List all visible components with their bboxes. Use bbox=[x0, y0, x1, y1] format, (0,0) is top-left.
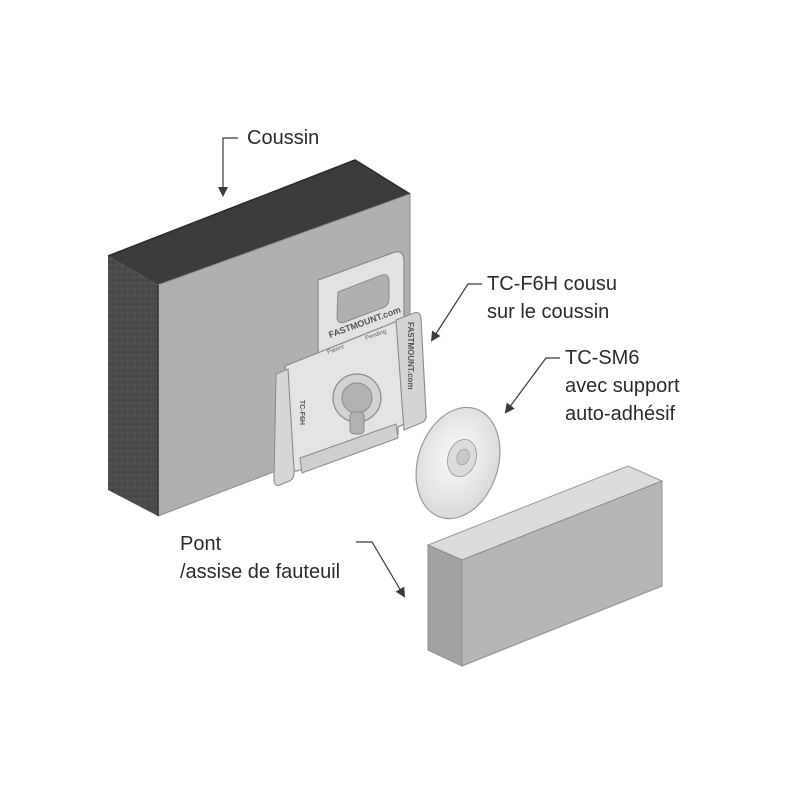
button-tc-sm6 bbox=[415, 406, 501, 520]
base-block bbox=[426, 465, 664, 667]
label-button-line2: avec support bbox=[565, 375, 680, 397]
label-cushion: Coussin bbox=[247, 124, 319, 152]
clip-keyhole bbox=[341, 382, 373, 414]
button-center bbox=[456, 448, 470, 466]
label-clip-line1: TC-F6H cousu bbox=[487, 273, 618, 295]
cushion-foam-side bbox=[108, 256, 158, 516]
clip-bottom-lip bbox=[299, 423, 399, 474]
arrow-clip bbox=[430, 283, 482, 342]
clip-tc-f6h: FASTMOUNT.com Patent Pending FASTMOUNT.c… bbox=[273, 251, 427, 486]
label-clip-line2: sur le coussin bbox=[487, 301, 610, 323]
cushion-top-edge bbox=[108, 160, 410, 285]
label-clip: TC-F6H cousu sur le coussin bbox=[487, 270, 617, 326]
arrow-cushion bbox=[218, 137, 238, 197]
label-base-line1: Pont bbox=[180, 533, 222, 555]
base-face bbox=[461, 480, 663, 667]
label-button-line3: auto-adhésif bbox=[565, 403, 676, 425]
arrow-button bbox=[504, 357, 560, 414]
arrow-base bbox=[356, 541, 406, 598]
label-button: TC-SM6 avec support auto-adhésif bbox=[565, 344, 680, 428]
clip-left-flange bbox=[273, 368, 295, 486]
label-button-line1: TC-SM6 bbox=[565, 347, 640, 369]
clip-model-mark: TC-F6H bbox=[298, 400, 305, 425]
label-cushion-text: Coussin bbox=[247, 127, 320, 149]
clip-brand-side: FASTMOUNT.com bbox=[406, 322, 415, 390]
clip-hanger-slot bbox=[336, 274, 390, 324]
clip-keyhole-slot bbox=[349, 411, 365, 435]
base-front bbox=[427, 544, 463, 667]
label-base: Pont /assise de fauteuil bbox=[180, 530, 340, 586]
leader-arrows bbox=[218, 137, 560, 598]
clip-word-left: Patent bbox=[327, 344, 346, 356]
label-base-line2: /assise de fauteuil bbox=[180, 561, 341, 583]
clip-right-flange bbox=[395, 312, 427, 431]
